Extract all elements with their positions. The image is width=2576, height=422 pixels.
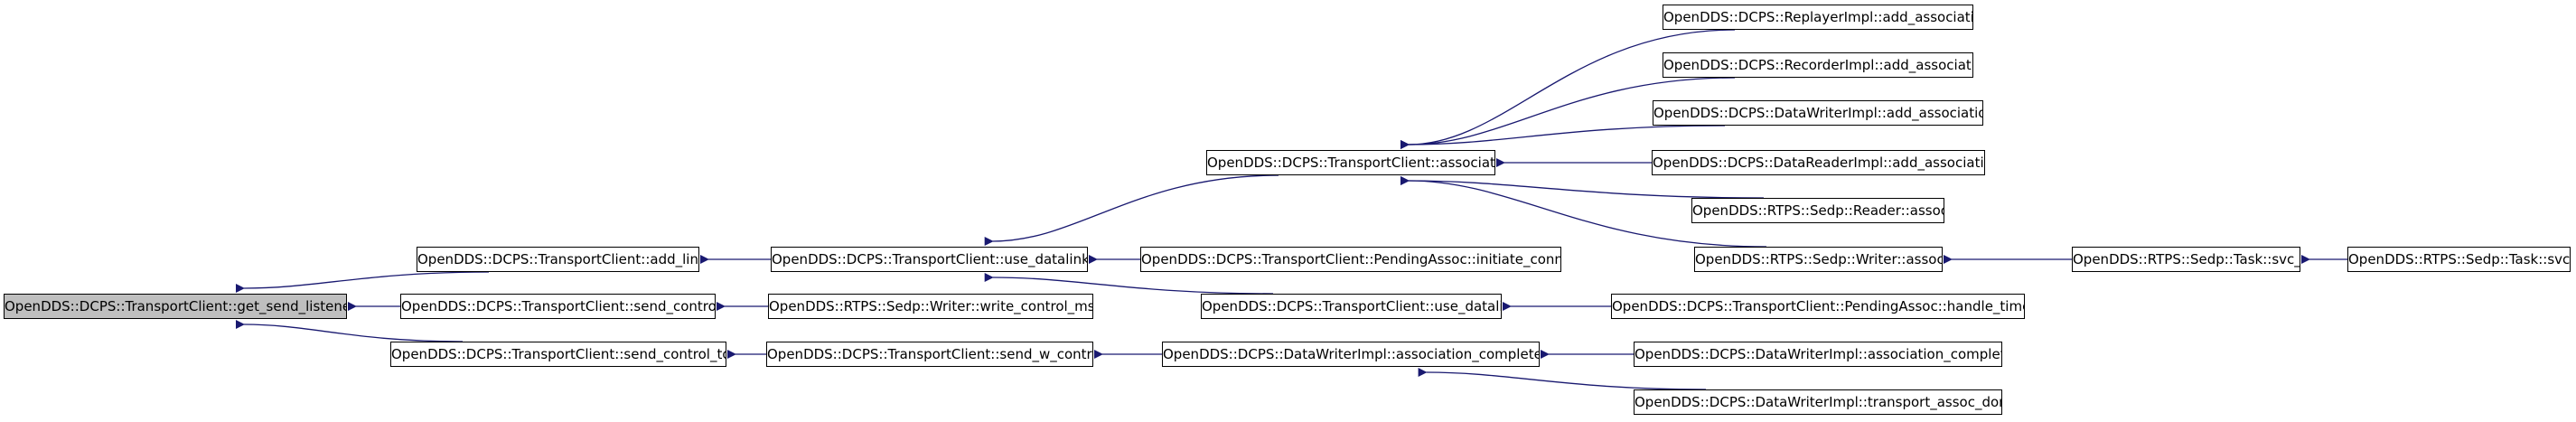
- node-send-control-to[interactable]: OpenDDS::DCPS::TransportClient::send_con…: [390, 342, 726, 367]
- node-association-complete-i[interactable]: OpenDDS::DCPS::DataWriterImpl::associati…: [1162, 342, 1540, 367]
- node-reader-assoc[interactable]: OpenDDS::RTPS::Sedp::Reader::assoc: [1691, 198, 1944, 223]
- edge-add_link-to-get_send_listener: [235, 271, 490, 294]
- edge-transport_assoc_done-to-association_complete_i: [1418, 367, 1707, 390]
- node-add-link[interactable]: OpenDDS::DCPS::TransportClient::add_link: [417, 247, 699, 272]
- node-get-send-listener: OpenDDS::DCPS::TransportClient::get_send…: [4, 294, 347, 319]
- edge-use_datalink-to-use_datalink_i: [984, 272, 1274, 295]
- node-send-w-control[interactable]: OpenDDS::DCPS::TransportClient::send_w_c…: [766, 342, 1093, 367]
- edge-writer_assoc-to-associate: [1400, 175, 1767, 248]
- node-send-control[interactable]: OpenDDS::DCPS::TransportClient::send_con…: [400, 294, 716, 319]
- node-task-svc-i[interactable]: OpenDDS::RTPS::Sedp::Task::svc_i: [2072, 247, 2300, 272]
- node-initiate-connect[interactable]: OpenDDS::DCPS::TransportClient::PendingA…: [1140, 247, 1561, 272]
- node-recorder-add-association[interactable]: OpenDDS::DCPS::RecorderImpl::add_associa…: [1663, 52, 1973, 78]
- node-replayer-add-association[interactable]: OpenDDS::DCPS::ReplayerImpl::add_associa…: [1663, 5, 1973, 30]
- node-use-datalink-i[interactable]: OpenDDS::DCPS::TransportClient::use_data…: [771, 247, 1088, 272]
- node-write-control-msg[interactable]: OpenDDS::RTPS::Sedp::Writer::write_contr…: [768, 294, 1093, 319]
- node-writer-assoc[interactable]: OpenDDS::RTPS::Sedp::Writer::assoc: [1694, 247, 1943, 272]
- edge-send_control_to-to-get_send_listener: [235, 319, 464, 342]
- node-use-datalink[interactable]: OpenDDS::DCPS::TransportClient::use_data…: [1201, 294, 1502, 319]
- edge-recorder_add-to-associate: [1400, 77, 1736, 150]
- edge-datawriter_add-to-associate: [1400, 125, 1726, 150]
- node-task-svc[interactable]: OpenDDS::RTPS::Sedp::Task::svc: [2347, 247, 2571, 272]
- node-datawriter-add-association[interactable]: OpenDDS::DCPS::DataWriterImpl::add_assoc…: [1653, 100, 1983, 126]
- node-datareader-add-association[interactable]: OpenDDS::DCPS::DataReaderImpl::add_assoc…: [1652, 150, 1985, 175]
- node-transport-assoc-done[interactable]: OpenDDS::DCPS::DataWriterImpl::transport…: [1634, 389, 2002, 415]
- node-association-complete[interactable]: OpenDDS::DCPS::DataWriterImpl::associati…: [1634, 342, 2002, 367]
- edge-replayer_add-to-associate: [1400, 29, 1736, 150]
- edge-associate-to-use_datalink_i: [984, 174, 1279, 247]
- node-associate[interactable]: OpenDDS::DCPS::TransportClient::associat…: [1206, 150, 1495, 175]
- node-handle-timeout[interactable]: OpenDDS::DCPS::TransportClient::PendingA…: [1611, 294, 2025, 319]
- edge-reader_assoc-to-associate: [1400, 175, 1765, 199]
